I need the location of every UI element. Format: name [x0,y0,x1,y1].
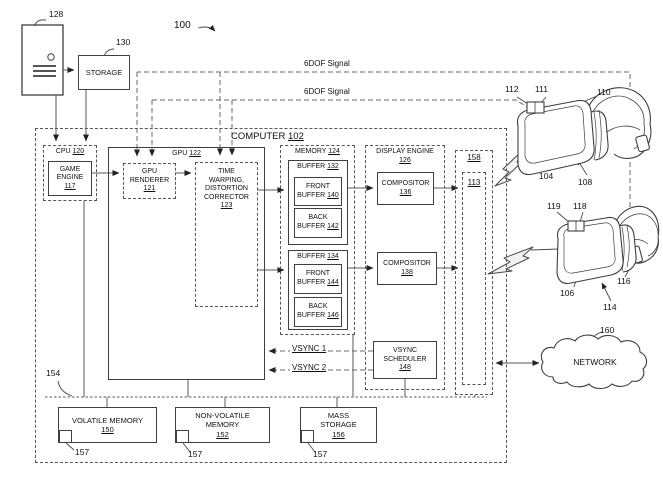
port-square-3 [301,430,314,443]
vsync-scheduler-box: VSYNC SCHEDULER 148 [373,341,437,379]
storage-box: STORAGE [78,55,130,90]
cpu-label: CPU 120 [55,148,85,155]
memory-box: MEMORY 124 [280,145,355,335]
storage-ref-label: 130 [116,37,131,47]
panel-158-box: 158 [455,150,493,395]
bus-ref-label: 154 [46,368,61,378]
vsync-1-label: VSYNC 1 [290,344,329,353]
wireless-link-leader [530,248,560,251]
network-cloud-icon [540,334,648,390]
display-113-box: 113 [462,172,486,385]
hmd-headset-1-drawing [516,87,652,176]
headset2-body-ref: 106 [560,288,575,298]
cpu-box: CPU 120 [43,145,97,201]
network-label: NETWORK [573,357,617,367]
network-ref-label: 160 [600,325,615,335]
wireless-link-bolt-1 [494,149,524,187]
volatile-memory-box: VOLATILE MEMORY 150 [58,407,157,443]
host-computer-tower-icon [21,24,64,96]
compositor-138-box: COMPOSITOR 138 [377,252,437,285]
headset1-sensor-left-ref: 112 [505,84,519,94]
gpu-label: GPU 122 [172,150,201,157]
headset1-pointer-ref: 108 [578,177,593,187]
wireless-link-bolt-2 [487,246,534,275]
gpu-renderer-box: GPU RENDERER 121 [123,163,176,199]
back-buffer-146-box: BACK BUFFER 146 [294,297,342,327]
headset1-strap-ref: 110 [597,87,611,97]
game-engine-box: GAME ENGINE 117 [48,161,92,196]
front-buffer-144-box: FRONT BUFFER 144 [294,264,342,294]
headset2-sensor-left-ref: 119 [547,201,561,211]
connector-lines [45,67,540,407]
sixdof-signal-1-label: 6DOF Signal [304,59,350,68]
sixdof-signal-2-label: 6DOF Signal [304,87,350,96]
port-ref-3-label: 157 [313,449,328,459]
figure-ref-label: 100 [174,20,191,31]
tower-ref-label: 128 [49,9,64,19]
nonvolatile-memory-box: NON-VOLATILE MEMORY 152 [175,407,270,443]
port-square-1 [59,430,72,443]
computer-box [35,128,507,463]
time-warper-box: TIME WARPING, DISTORTION CORRECTOR 123 [195,162,258,307]
back-buffer-142-box: BACK BUFFER 142 [294,208,342,238]
port-ref-2-label: 157 [188,449,203,459]
computer-title: COMPUTER 102 [231,131,304,142]
compositor-136-box: COMPOSITOR 136 [377,172,434,205]
display-engine-label: DISPLAY ENGINE 126 [376,148,434,164]
memory-label: MEMORY 124 [295,148,340,155]
headset2-sensor-right-ref: 118 [573,201,587,211]
display-engine-box: DISPLAY ENGINE 126 [365,145,445,390]
gpu-box: GPU 122 [108,147,265,380]
hmd-headset-2-drawing [556,205,660,285]
headset1-body-ref: 104 [539,171,554,181]
port-ref-1-label: 157 [75,447,90,457]
vsync-2-label: VSYNC 2 [290,363,329,372]
port-square-2 [176,430,189,443]
front-buffer-140-box: FRONT BUFFER 140 [294,177,342,206]
headset2-pointer-ref: 114 [603,302,617,312]
headset1-sensor-right-ref: 111 [535,84,548,94]
headset2-strap-ref: 116 [617,276,631,286]
